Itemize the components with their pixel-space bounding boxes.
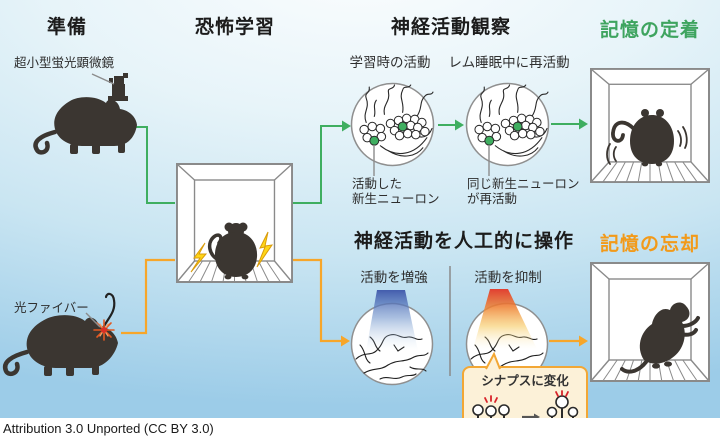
mouse-silhouette — [639, 302, 690, 369]
license-text: Attribution 3.0 Unported (CC BY 3.0) — [3, 421, 214, 436]
label-activated-newborn-neurons: 活動した 新生ニューロン — [352, 177, 440, 206]
label-optical-fiber: 光ファイバー — [14, 301, 89, 315]
lightning-bolt-icon — [256, 231, 274, 268]
section-title-memory-consolidation: 記憶の定着 — [599, 20, 701, 41]
synapse-change-label: シナプスに変化 — [481, 374, 569, 388]
miniature-microscope-icon — [108, 73, 128, 101]
section-title-preparation: 準備 — [46, 17, 88, 38]
label-miniature-microscope: 超小型蛍光顕微鏡 — [14, 56, 115, 70]
section-title-fear-learning: 恐怖学習 — [194, 17, 276, 38]
label-learning-activity: 学習時の活動 — [349, 55, 431, 70]
freezing-mouse — [606, 109, 688, 167]
mouse-silhouette — [54, 97, 137, 146]
mouse-silhouette — [214, 222, 258, 280]
label-enhance-activity: 活動を増強 — [360, 270, 428, 285]
section-title-memory-forgetting: 記憶の忘却 — [599, 234, 701, 255]
label-same-newborn-neurons: 同じ新生ニューロン が再活動 — [467, 177, 580, 206]
mouse-with-optical-fiber — [2, 292, 118, 377]
label-suppress-activity: 活動を抑制 — [474, 270, 542, 285]
mouse-with-miniature-microscope — [33, 73, 137, 155]
fiber-cable-icon — [101, 292, 116, 330]
callout-tail — [485, 351, 501, 370]
trembling-arcs-icon — [606, 126, 688, 165]
mouse-silhouette — [630, 109, 674, 167]
section-title-manipulation: 神経活動を人工的に操作 — [353, 231, 575, 252]
section-title-neural-observation: 神経活動観察 — [390, 17, 512, 38]
fiber-implant-starburst-icon — [93, 319, 115, 341]
license-bar — [0, 418, 720, 442]
mouse-receiving-footshock — [190, 222, 274, 280]
mouse-silhouette — [26, 315, 118, 368]
exploring-mouse — [620, 302, 700, 374]
label-rem-reactivation: レム睡眠中に再活動 — [448, 55, 570, 70]
synapse-change-callout: シナプスに変化 — [462, 366, 588, 428]
lightning-bolt-icon — [190, 242, 208, 273]
